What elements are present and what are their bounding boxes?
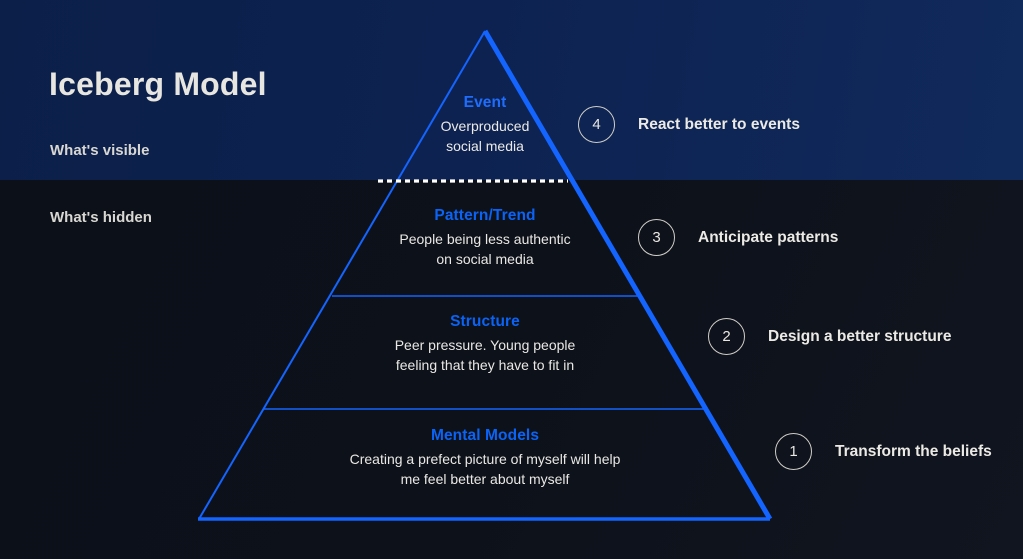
step-item-4: 4 React better to events [578,106,800,143]
layer-heading-pattern-trend: Pattern/Trend [434,207,536,224]
step-badge-1: 1 [775,433,812,470]
layer-body-mental-models-line1: Creating a prefect picture of myself wil… [349,451,621,467]
step-label-2: Design a better structure [768,327,952,345]
layer-body-event-line1: Overproduced [440,118,530,134]
layer-body-mental-models-line2: me feel better about myself [400,471,570,487]
step-item-2: 2 Design a better structure [708,318,951,355]
step-label-3: Anticipate patterns [698,228,839,246]
layer-body-structure: Peer pressure. Young people feeling that… [175,335,795,375]
layer-body-pattern-trend-line1: People being less authentic [399,231,571,247]
pyramid-layer-pattern-trend: Pattern/Trend People being less authenti… [175,207,795,269]
whats-visible-label: What's visible [50,142,150,159]
pyramid-right-edge [482,29,773,521]
whats-hidden-label: What's hidden [50,209,152,226]
step-label-4: React better to events [638,115,800,133]
layer-body-structure-line2: feeling that they have to fit in [395,357,575,373]
layer-body-event-line2: social media [446,138,524,154]
step-item-3: 3 Anticipate patterns [638,219,838,256]
step-label-1: Transform the beliefs [835,442,992,460]
layer-heading-structure: Structure [450,313,520,330]
layer-heading-event: Event [463,94,507,111]
visible-band-background [0,0,1023,180]
pyramid-layer-event: Event Overproduced social media [175,94,795,156]
pyramid-layer-mental-models: Mental Models Creating a prefect picture… [175,427,795,489]
hidden-band-background [0,180,1023,559]
layer-body-event: Overproduced social media [175,116,795,156]
layer-body-pattern-trend: People being less authentic on social me… [175,229,795,269]
pyramid-layer-structure: Structure Peer pressure. Young people fe… [175,313,795,375]
layer-body-pattern-trend-line2: on social media [436,251,534,267]
step-item-1: 1 Transform the beliefs [775,433,992,470]
layer-body-structure-line1: Peer pressure. Young people [394,337,576,353]
layer-body-mental-models: Creating a prefect picture of myself wil… [175,449,795,489]
step-badge-4: 4 [578,106,615,143]
step-badge-3: 3 [638,219,675,256]
page-title: Iceberg Model [49,66,267,102]
pyramid-left-edge [198,30,486,520]
layer-heading-mental-models: Mental Models [430,427,540,444]
step-badge-2: 2 [708,318,745,355]
